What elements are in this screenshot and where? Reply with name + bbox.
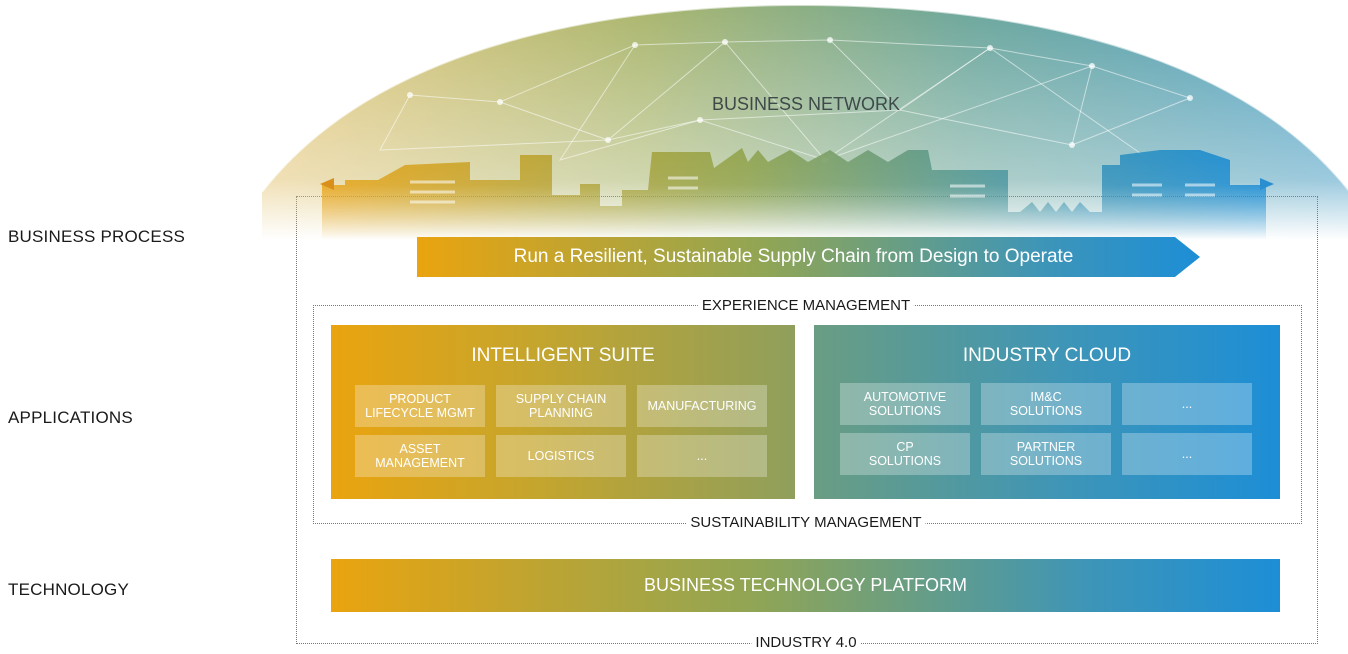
tile-partner-solutions: PARTNER SOLUTIONS <box>981 433 1111 475</box>
tile-more: ... <box>1122 433 1252 475</box>
tile-supply-chain-planning: SUPPLY CHAIN PLANNING <box>496 385 626 427</box>
tile-logistics: LOGISTICS <box>496 435 626 477</box>
label-business-process: BUSINESS PROCESS <box>8 227 186 246</box>
tile-manufacturing: MANUFACTURING <box>637 385 767 427</box>
industry-cloud-panel: INDUSTRY CLOUD AUTOMOTIVE SOLUTIONS IM&C… <box>814 325 1280 499</box>
skyline-left-arrow <box>320 178 334 190</box>
skyline <box>322 148 1266 240</box>
banner-text: Run a Resilient, Sustainable Supply Chai… <box>513 246 1074 267</box>
dome-outline <box>261 3 1348 193</box>
intelligent-suite-title: INTELLIGENT SUITE <box>471 345 655 366</box>
tile-imc-solutions: IM&C SOLUTIONS <box>981 383 1111 425</box>
tile-cp-solutions: CP SOLUTIONS <box>840 433 970 475</box>
experience-management-caption: EXPERIENCE MANAGEMENT <box>697 297 915 315</box>
tile-more: ... <box>637 435 767 477</box>
skyline-windows <box>410 176 1215 204</box>
tile-more: ... <box>1122 383 1252 425</box>
tile-product-lifecycle-mgmt: PRODUCT LIFECYCLE MGMT <box>355 385 485 427</box>
intelligent-suite-panel: INTELLIGENT SUITE PRODUCT LIFECYCLE MGMT… <box>331 325 795 499</box>
tile-asset-management: ASSET MANAGEMENT <box>355 435 485 477</box>
tile-automotive-solutions: AUTOMOTIVE SOLUTIONS <box>840 383 970 425</box>
industry-40-caption: INDUSTRY 4.0 <box>751 634 861 652</box>
sustainability-management-caption: SUSTAINABILITY MANAGEMENT <box>686 514 926 532</box>
industry-cloud-title: INDUSTRY CLOUD <box>962 345 1132 366</box>
skyline-right-arrow <box>1260 178 1274 190</box>
label-applications: APPLICATIONS <box>8 408 133 427</box>
label-technology: TECHNOLOGY <box>8 580 130 599</box>
business-network-title: BUSINESS NETWORK <box>711 94 901 114</box>
business-technology-platform: BUSINESS TECHNOLOGY PLATFORM <box>331 559 1280 612</box>
supply-chain-banner: Run a Resilient, Sustainable Supply Chai… <box>417 237 1200 277</box>
platform-title: BUSINESS TECHNOLOGY PLATFORM <box>643 575 968 595</box>
